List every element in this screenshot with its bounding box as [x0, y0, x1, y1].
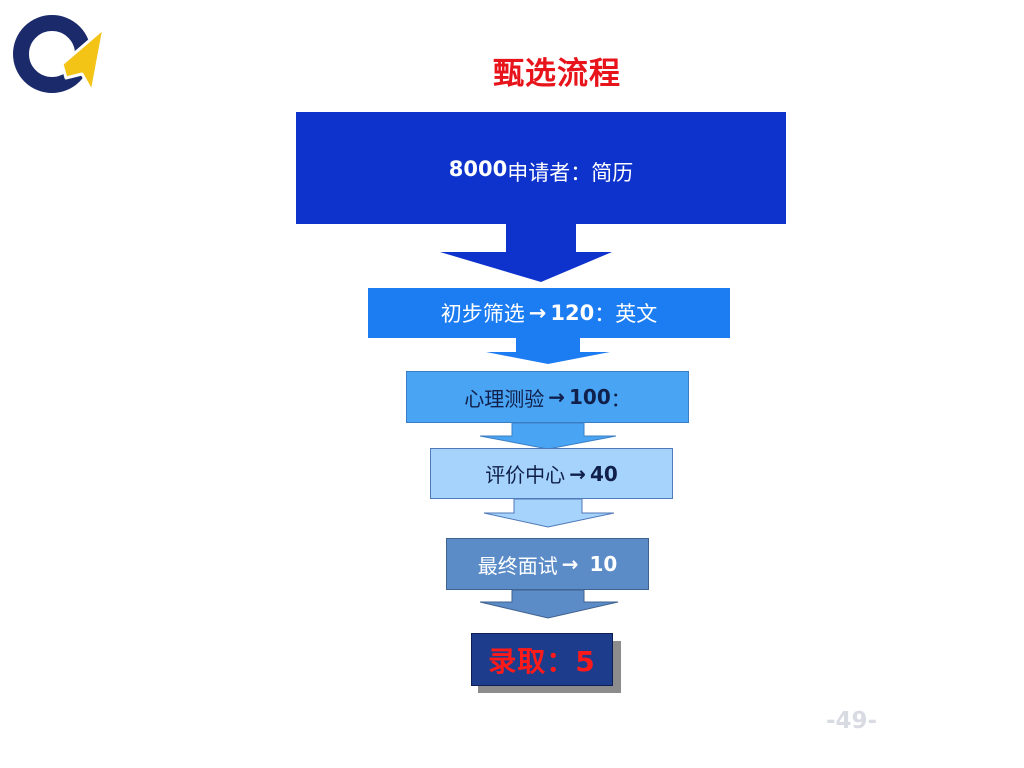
connector-arrow-1	[440, 224, 612, 282]
right-arrow-icon: →	[561, 552, 579, 576]
stage-initial-screening-suffix: ：英文	[594, 302, 658, 326]
stage-assessment-center-label: 评价中心	[485, 463, 566, 487]
connector-arrow-5	[479, 589, 619, 619]
page-number: -49-	[826, 708, 878, 734]
stage-applicants-number: 8000	[448, 157, 508, 181]
stage-applicants-text: 申请者：简历	[507, 161, 634, 185]
connector-arrow-3	[479, 422, 617, 450]
stage-assessment-center-number: 40	[589, 461, 618, 486]
stage-assessment-center: 评价中心 → 40	[430, 448, 673, 499]
company-logo-icon	[13, 15, 106, 94]
final-hired-text: 录取：5	[488, 644, 596, 678]
stage-initial-screening-label: 初步筛选	[440, 302, 525, 326]
right-arrow-icon: →	[528, 301, 547, 325]
stage-psych-test-number: 100	[569, 385, 611, 409]
stage-applicants: 8000 申请者：简历	[296, 112, 786, 224]
stage-final-interview-number: 10	[582, 552, 618, 576]
stage-final-interview-label: 最终面试	[477, 553, 558, 578]
connector-arrow-2	[486, 338, 610, 364]
stage-psych-test-suffix: ：	[610, 386, 631, 411]
connector-arrow-4	[483, 498, 615, 528]
stage-psych-test-label: 心理测验	[464, 386, 545, 411]
right-arrow-icon: →	[569, 461, 586, 486]
stage-initial-screening: 初步筛选 → 120：英文	[368, 288, 730, 338]
right-arrow-icon: →	[548, 385, 565, 409]
stage-initial-screening-number: 120	[550, 301, 595, 325]
stage-final-interview: 最终面试 → 10	[446, 538, 649, 590]
stage-psych-test: 心理测验 → 100：	[406, 371, 689, 423]
page-title: 甄选流程	[493, 56, 621, 92]
final-hired-box: 录取：5	[471, 633, 613, 686]
logo-arrow	[60, 26, 106, 94]
